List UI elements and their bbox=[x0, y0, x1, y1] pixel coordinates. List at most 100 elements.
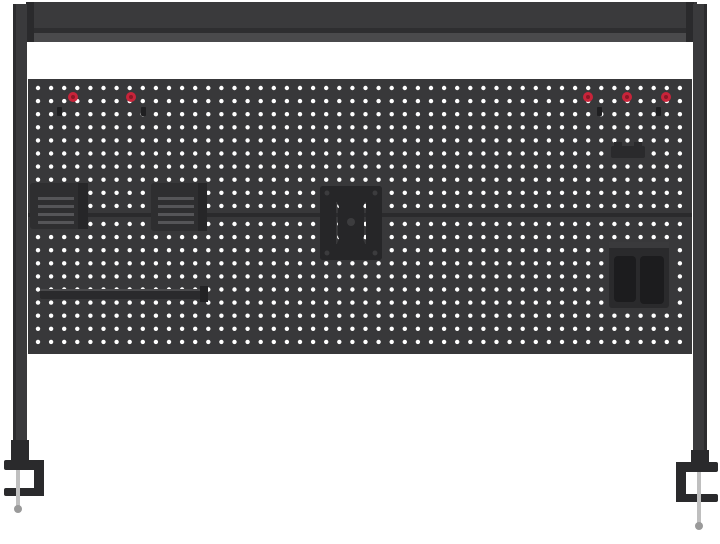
peg-hole bbox=[114, 261, 119, 266]
peg-hole bbox=[101, 248, 106, 253]
peg-hole bbox=[140, 300, 145, 305]
peg-hole bbox=[35, 85, 41, 91]
peg-hole bbox=[350, 164, 355, 169]
peg-hole bbox=[677, 326, 683, 331]
peg-hole bbox=[114, 164, 119, 169]
peg-hole bbox=[363, 164, 368, 169]
peg-hole bbox=[455, 261, 460, 266]
peg-hole bbox=[559, 274, 565, 279]
peg-hole bbox=[376, 274, 381, 279]
peg-hole bbox=[206, 151, 211, 156]
peg-hole bbox=[350, 313, 355, 318]
peg-hole bbox=[376, 326, 381, 331]
peg-hole bbox=[389, 125, 394, 130]
peg-hole bbox=[166, 339, 172, 345]
peg-hole bbox=[428, 177, 434, 182]
peg-hole bbox=[101, 203, 106, 209]
peg-hole bbox=[468, 190, 473, 195]
peg-hole bbox=[481, 339, 486, 345]
peg-hole bbox=[481, 125, 486, 130]
peg-hole bbox=[441, 300, 447, 305]
peg-hole bbox=[206, 125, 211, 130]
peg-hole bbox=[101, 274, 106, 279]
peg-hole bbox=[586, 85, 591, 91]
peg-hole bbox=[481, 221, 486, 227]
peg-hole bbox=[350, 138, 355, 143]
peg-hole bbox=[245, 177, 250, 182]
peg-hole bbox=[612, 177, 617, 182]
peg-hole bbox=[586, 234, 591, 240]
peg-hole bbox=[520, 221, 525, 227]
peg-hole bbox=[140, 177, 145, 182]
peg-hole bbox=[88, 326, 93, 331]
peg-hole bbox=[88, 261, 93, 266]
peg-hole bbox=[664, 339, 669, 345]
peg-hole bbox=[153, 326, 159, 331]
peg-hole bbox=[612, 339, 617, 345]
peg-hole bbox=[389, 190, 394, 195]
peg-hole bbox=[520, 261, 525, 266]
peg-hole bbox=[402, 125, 407, 130]
peg-hole bbox=[455, 190, 460, 195]
peg-hole bbox=[127, 85, 132, 91]
peg-hole bbox=[310, 313, 316, 318]
peg-hole bbox=[219, 125, 224, 130]
peg-hole bbox=[271, 261, 276, 266]
peg-hole bbox=[88, 85, 93, 91]
peg-hole bbox=[75, 248, 80, 253]
peg-hole bbox=[533, 339, 538, 345]
peg-hole bbox=[559, 326, 565, 331]
peg-hole bbox=[572, 261, 578, 266]
peg-hole bbox=[455, 112, 460, 117]
peg-hole bbox=[179, 177, 185, 182]
peg-hole bbox=[520, 151, 525, 156]
peg-hole bbox=[114, 98, 119, 104]
peg-hole bbox=[153, 112, 159, 117]
peg-hole bbox=[284, 164, 290, 169]
peg-hole bbox=[638, 177, 643, 182]
peg-hole bbox=[625, 339, 630, 345]
peg-hole bbox=[507, 138, 512, 143]
peg-hole bbox=[572, 164, 578, 169]
peg-hole bbox=[232, 300, 237, 305]
small-hook-bracket bbox=[611, 142, 645, 158]
peg-hole bbox=[455, 221, 460, 227]
peg-hole bbox=[363, 274, 368, 279]
peg-hole bbox=[337, 177, 342, 182]
peg-hole bbox=[651, 313, 656, 318]
peg-hole bbox=[35, 125, 41, 130]
peg-hole bbox=[363, 151, 368, 156]
peg-hole bbox=[664, 313, 669, 318]
peg-hole bbox=[35, 248, 41, 253]
peg-hole bbox=[428, 326, 434, 331]
peg-hole bbox=[625, 326, 630, 331]
peg-hole bbox=[455, 234, 460, 240]
peg-hole bbox=[166, 125, 172, 130]
peg-hole bbox=[677, 313, 683, 318]
peg-hole bbox=[284, 326, 290, 331]
peg-hole bbox=[206, 177, 211, 182]
peg-hole bbox=[428, 248, 434, 253]
peg-hole bbox=[376, 300, 381, 305]
peg-hole bbox=[520, 287, 525, 292]
peg-hole bbox=[140, 234, 145, 240]
peg-hole bbox=[179, 326, 185, 331]
peg-hole bbox=[468, 164, 473, 169]
peg-hole bbox=[363, 261, 368, 266]
black-peg-hook bbox=[597, 107, 602, 116]
peg-hole bbox=[441, 112, 447, 117]
black-peg-hook bbox=[656, 107, 661, 116]
peg-hole bbox=[310, 164, 316, 169]
peg-hole bbox=[441, 138, 447, 143]
peg-hole bbox=[337, 287, 342, 292]
peg-hole bbox=[468, 300, 473, 305]
peg-hole bbox=[232, 287, 237, 292]
peg-hole bbox=[48, 326, 54, 331]
peg-hole bbox=[35, 151, 41, 156]
peg-hole bbox=[101, 177, 106, 182]
peg-hole bbox=[166, 274, 172, 279]
peg-hole bbox=[638, 339, 643, 345]
peg-hole bbox=[179, 85, 185, 91]
peg-hole bbox=[153, 164, 159, 169]
peg-hole bbox=[428, 274, 434, 279]
